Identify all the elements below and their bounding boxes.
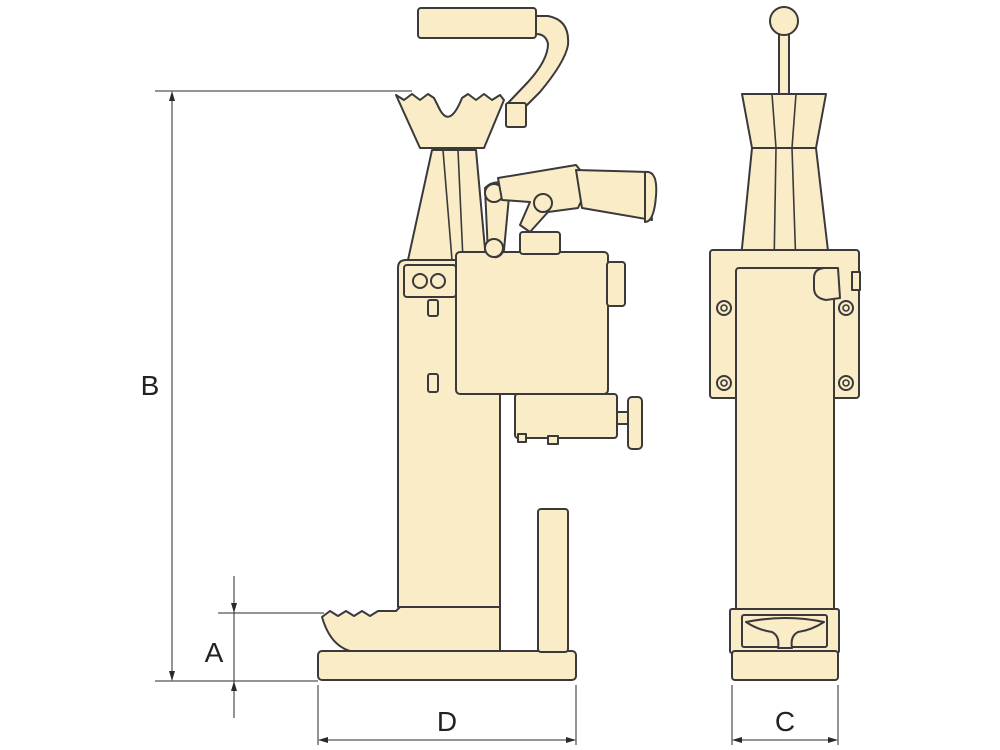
dimension-labels: B A D C [141,370,795,737]
pump-body [455,251,609,395]
dim-label-b: B [141,370,160,401]
front-bolt-2 [838,300,854,316]
link-pivot-bottom [484,238,504,258]
dim-label-c: C [775,706,795,737]
front-base [731,650,839,681]
base-plate [317,650,577,681]
valve-nut-2 [517,433,527,443]
dimension-lines [155,90,839,745]
front-ram-head [741,93,827,149]
pump-cap [606,261,626,307]
dim-label-d: D [437,706,457,737]
lever-tube [575,169,653,221]
guide-post [537,508,569,653]
bolt-2 [430,273,446,289]
front-column [735,267,835,612]
front-bolt-1 [716,300,732,316]
side-view [317,7,658,681]
front-bolts [716,300,854,391]
handle-grip [417,7,537,39]
ram-inner-line-2 [457,149,464,261]
reservoir-block [514,393,618,439]
valve-nut-1 [547,435,559,445]
release-valve-knob [627,396,643,450]
front-bolt-3 [716,375,732,391]
front-pump-cap [813,267,841,301]
front-head-line-1 [771,93,777,149]
pump-stem [519,231,561,255]
handle-clamp [505,102,527,128]
lever-pivot [533,193,553,213]
pin-2 [427,373,439,393]
handle-ball [769,6,799,36]
front-ram-line-2 [791,147,797,269]
ram-head [395,93,505,149]
lever-tube-end [644,170,658,223]
handle-rod [778,27,790,99]
front-toe-claw [745,617,825,649]
front-pump-stem [851,271,861,291]
ram-inner-line [442,149,453,261]
front-ram-line-1 [773,147,777,269]
pin-1 [427,299,439,317]
front-view [709,6,861,681]
bolt-1 [412,273,428,289]
front-bolt-4 [838,375,854,391]
dim-label-a: A [205,637,224,668]
front-head-line-2 [791,93,797,149]
lifting-toe [321,606,501,652]
